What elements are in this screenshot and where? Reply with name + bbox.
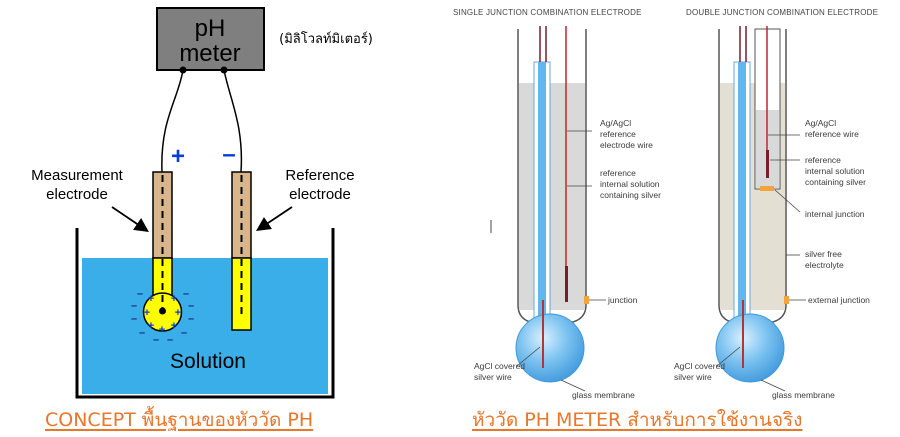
svg-text:–: –	[131, 313, 137, 325]
plus-sign: +	[171, 143, 185, 170]
svg-text:–: –	[139, 327, 145, 339]
svg-text:–: –	[137, 288, 143, 300]
single-reference-solution	[519, 83, 585, 310]
double-inner-stem-fill	[738, 62, 746, 328]
measurement-label-line2: electrode	[46, 186, 108, 203]
svg-text:–: –	[188, 300, 194, 312]
single-junction-electrode: SINGLE JUNCTION COMBINATION ELECTRODE Ag…	[453, 8, 661, 400]
beaker	[75, 228, 335, 399]
double-agcl-wire-label-2: silver wire	[674, 372, 712, 382]
svg-text:+: +	[144, 307, 150, 319]
right-caption: หัววัด PH METER สำหรับการใช้งานจริง	[472, 409, 803, 431]
solution-label: Solution	[170, 350, 246, 373]
measurement-arrow	[111, 206, 149, 233]
ph-meter-label-line2: meter	[179, 40, 240, 67]
single-agcl-label-1: Ag/AgCl	[600, 118, 631, 128]
svg-text:+: +	[159, 324, 165, 336]
reference-label-line1: Reference	[285, 167, 354, 184]
wire-reference	[223, 69, 243, 173]
ph-meter-note: (มิลิโวลท์มิเตอร์)	[279, 31, 373, 47]
ph-meter-box	[156, 7, 265, 71]
measurement-wire-tip	[159, 307, 166, 315]
double-free-label-2: electrolyte	[805, 260, 844, 270]
double-agcl-label-1: Ag/AgCl	[805, 118, 836, 128]
reference-electrode-yellow	[231, 257, 252, 331]
single-junction-marker	[584, 296, 589, 304]
svg-text:+: +	[148, 293, 154, 305]
single-agcl-label-2: reference	[600, 129, 636, 139]
single-inner-stem-fill	[538, 62, 546, 328]
ph-meter-label-line1: pH	[195, 15, 226, 42]
single-ref-label-3: containing silver	[600, 190, 661, 200]
single-agcl-wire-label-1: AgCl covered	[474, 361, 525, 371]
double-external-junction-marker	[784, 296, 789, 304]
svg-text:–: –	[131, 300, 137, 312]
single-ref-label-2: internal solution	[600, 179, 660, 189]
svg-text:–: –	[181, 327, 187, 339]
concept-diagram: pH meter (มิลิโวลท์มิเตอร์) + – + + + +	[31, 7, 373, 399]
svg-text:+: +	[148, 320, 154, 332]
double-glass-label: glass membrane	[772, 390, 835, 400]
reference-label-line2: electrode	[289, 186, 351, 203]
left-caption: CONCEPT พื้นฐานของหัววัด PH	[45, 409, 314, 431]
wire-measurement	[161, 69, 184, 173]
svg-text:+: +	[175, 307, 181, 319]
double-ref-label-3: containing silver	[805, 177, 866, 187]
double-agcl-wire-label-1: AgCl covered	[674, 361, 725, 371]
single-ref-label-1: reference	[600, 168, 636, 178]
measurement-label-line1: Measurement	[31, 167, 124, 184]
single-junction-label: junction	[607, 295, 638, 305]
svg-text:–: –	[188, 313, 194, 325]
svg-text:+: +	[171, 320, 177, 332]
single-glass-label: glass membrane	[572, 390, 635, 400]
svg-text:–: –	[167, 334, 173, 346]
svg-text:–: –	[183, 288, 189, 300]
ion-charges: + + + + + + + – – – – – – – – – –	[131, 288, 194, 346]
double-junction-electrode: DOUBLE JUNCTION COMBINATION ELECTRODE Ag…	[674, 8, 878, 400]
svg-text:+: +	[171, 293, 177, 305]
single-agcl-label-3: electrode wire	[600, 140, 653, 150]
single-glass-bulb	[515, 313, 585, 383]
double-internal-junction-label: internal junction	[805, 209, 865, 219]
double-agcl-label-2: reference wire	[805, 129, 859, 139]
svg-text:–: –	[153, 334, 159, 346]
double-glass-bulb	[715, 313, 785, 383]
double-free-label-1: silver free	[805, 249, 842, 259]
single-junction-title: SINGLE JUNCTION COMBINATION ELECTRODE	[453, 8, 642, 17]
double-junction-title: DOUBLE JUNCTION COMBINATION ELECTRODE	[686, 8, 878, 17]
double-internal-junction-marker	[760, 186, 774, 191]
double-ref-label-2: internal solution	[805, 166, 865, 176]
double-ref-label-1: reference	[805, 155, 841, 165]
reference-arrow	[256, 206, 293, 231]
solution	[82, 258, 328, 394]
single-agcl-wire-label-2: silver wire	[474, 372, 512, 382]
double-external-junction-label: external junction	[808, 295, 870, 305]
minus-sign: –	[222, 141, 235, 168]
